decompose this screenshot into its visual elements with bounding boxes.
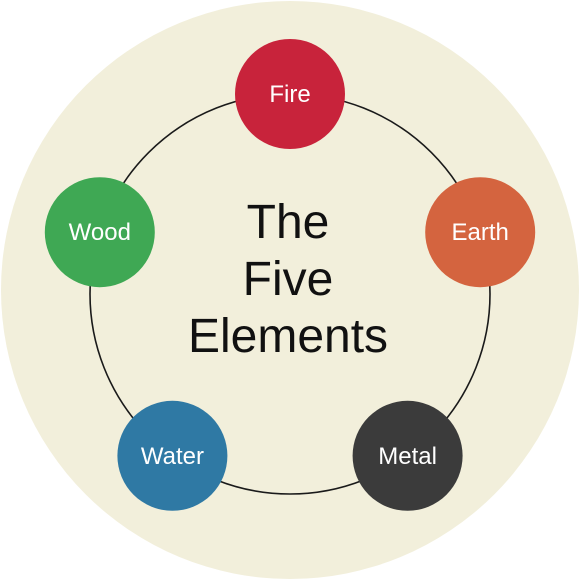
element-label-earth: Earth <box>452 219 509 246</box>
title-line-3: Elements <box>188 310 388 363</box>
element-circle-earth <box>425 177 536 288</box>
element-circle-water <box>117 400 228 511</box>
element-circle-wood <box>44 177 155 288</box>
element-circle-fire <box>235 39 345 149</box>
title-line-1: The <box>247 196 330 249</box>
element-label-wood: Wood <box>69 219 131 246</box>
element-label-fire: Fire <box>269 81 310 108</box>
element-label-water: Water <box>141 443 204 470</box>
element-node-water: Water <box>117 400 228 511</box>
element-node-wood: Wood <box>44 177 155 288</box>
element-node-metal: Metal <box>352 400 463 511</box>
element-node-earth: Earth <box>425 177 536 288</box>
element-label-metal: Metal <box>378 443 437 470</box>
element-circle-metal <box>352 400 463 511</box>
element-node-fire: Fire <box>235 39 345 149</box>
title-line-2: Five <box>243 253 334 306</box>
